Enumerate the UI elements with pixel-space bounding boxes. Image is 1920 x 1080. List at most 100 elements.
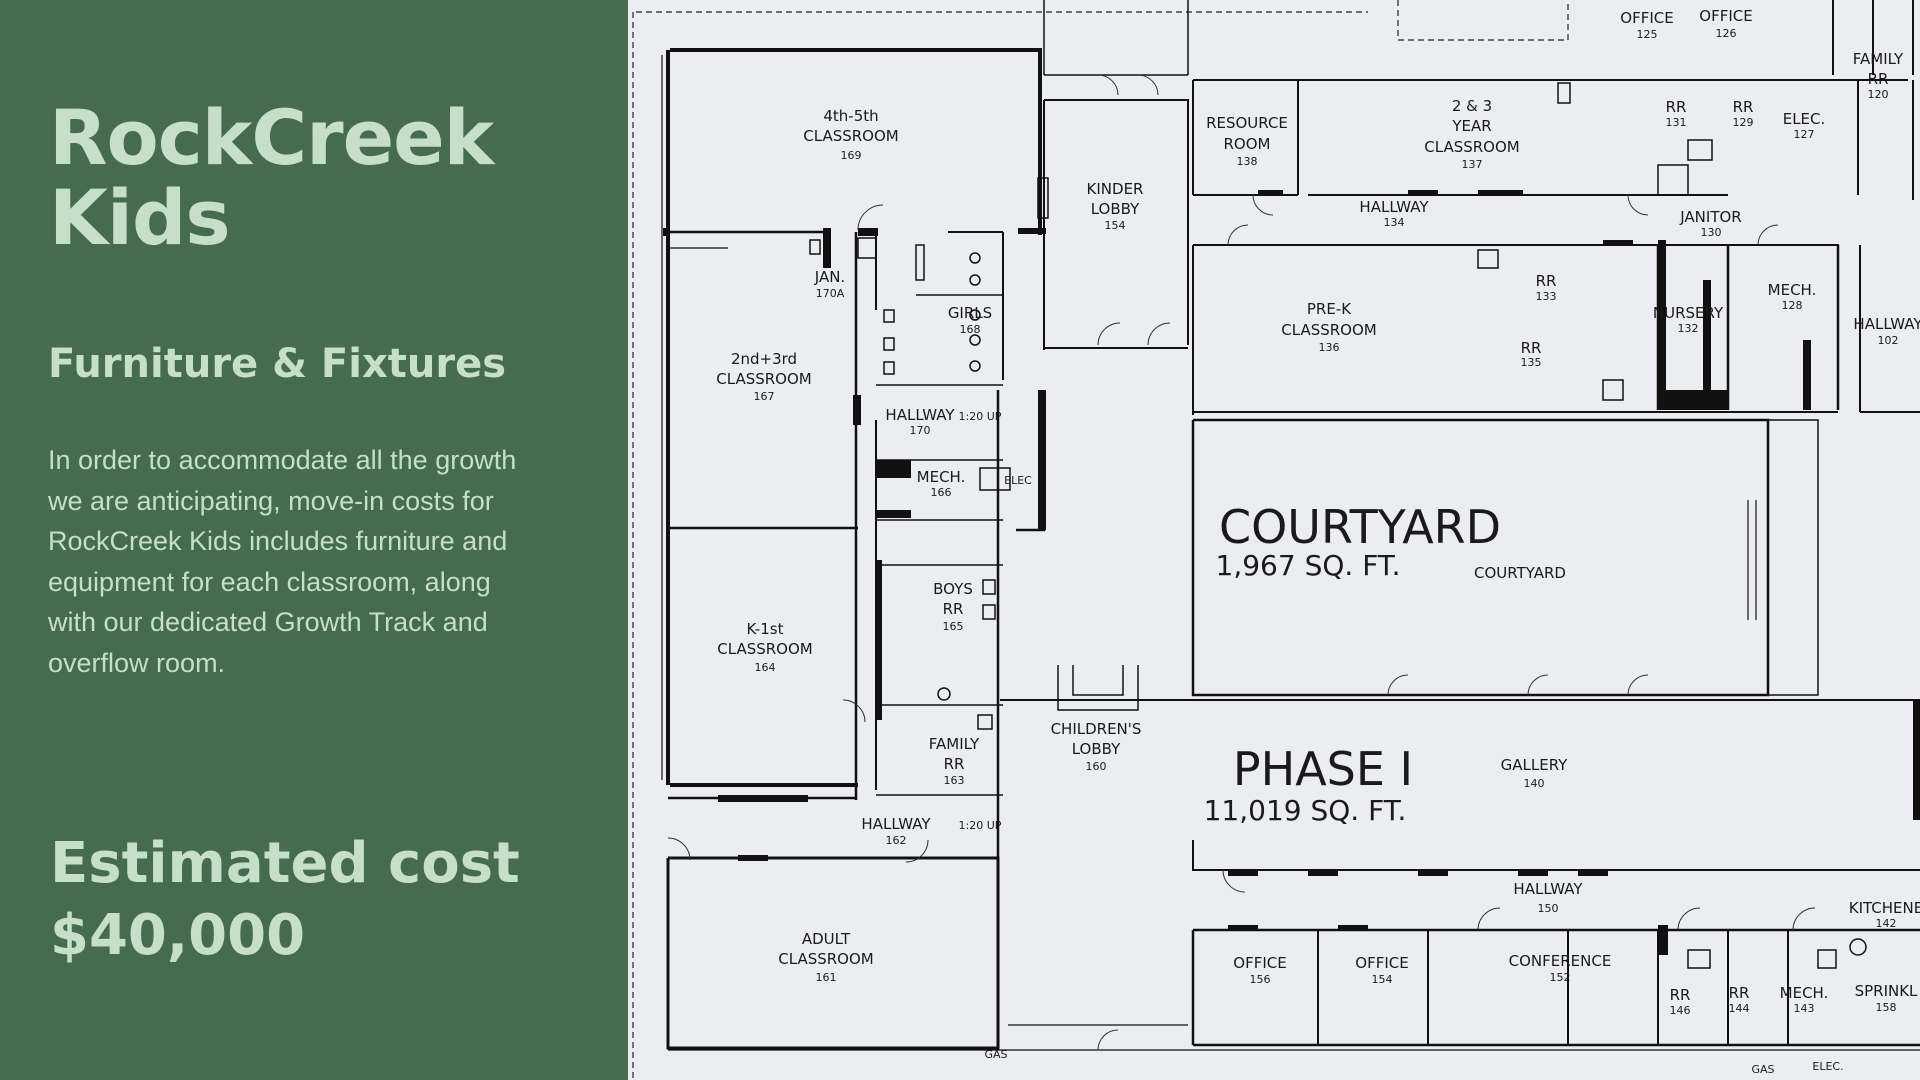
room-137-name2: YEAR bbox=[1451, 117, 1491, 135]
estimated-cost: Estimated cost $40,000 bbox=[50, 828, 520, 972]
room-130-num: 130 bbox=[1701, 226, 1722, 239]
room-154-lobby: KINDER LOBBY 154 bbox=[1087, 180, 1144, 232]
room-137-name: 2 & 3 bbox=[1452, 97, 1492, 115]
phase-area: 11,019 SQ. FT. bbox=[1204, 794, 1407, 827]
room-170a: JAN. 170A bbox=[814, 268, 845, 300]
kinder-lobby-num: 154 bbox=[1105, 219, 1126, 232]
room-134: HALLWAY 134 bbox=[1359, 198, 1429, 229]
room-144: RR 144 bbox=[1729, 984, 1750, 1015]
description-line-4: equipment for each classroom, along bbox=[48, 566, 491, 597]
room-132-num: 132 bbox=[1678, 322, 1699, 335]
room-170-note: 1:20 UP bbox=[959, 410, 1002, 423]
room-154-office-num: 154 bbox=[1372, 973, 1393, 986]
kinder-lobby-name: KINDER bbox=[1087, 180, 1144, 198]
room-labels: 4th-5th CLASSROOM 169 JAN. 170A 2nd+3rd … bbox=[716, 7, 1920, 1017]
room-137-num: 137 bbox=[1462, 158, 1483, 171]
description-line-2: we are anticipating, move-in costs for bbox=[48, 485, 494, 516]
info-panel: RockCreek Kids Furniture & Fixtures In o… bbox=[0, 0, 628, 1080]
room-164-num: 164 bbox=[755, 661, 776, 674]
description-text: In order to accommodate all the growth w… bbox=[48, 440, 608, 683]
room-165-name: BOYS bbox=[933, 580, 973, 598]
room-134-num: 134 bbox=[1384, 216, 1405, 229]
room-134-name: HALLWAY bbox=[1359, 198, 1429, 216]
room-162: HALLWAY 162 1:20 UP bbox=[861, 815, 1001, 847]
floor-plan-drawing: 4th-5th CLASSROOM 169 JAN. 170A 2nd+3rd … bbox=[628, 0, 1920, 1080]
room-167-num: 167 bbox=[754, 390, 775, 403]
room-166-name: MECH. bbox=[917, 468, 966, 486]
room-127-name: ELEC. bbox=[1783, 110, 1826, 128]
room-125: OFFICE 125 bbox=[1620, 9, 1673, 41]
kinder-lobby-name2: LOBBY bbox=[1091, 200, 1140, 218]
room-144-name: RR bbox=[1729, 984, 1750, 1002]
room-131-name: RR bbox=[1666, 98, 1687, 116]
room-138-num: 138 bbox=[1237, 155, 1258, 168]
room-158-name: SPRINKL bbox=[1855, 982, 1918, 1000]
room-140: GALLERY 140 bbox=[1501, 756, 1569, 790]
room-143: MECH. 143 bbox=[1780, 984, 1829, 1015]
room-163-name2: RR bbox=[944, 755, 965, 773]
room-168: GIRLS 168 bbox=[948, 304, 992, 336]
title-line-2: Kids bbox=[49, 173, 231, 262]
room-167-name: 2nd+3rd bbox=[731, 350, 797, 368]
room-127: ELEC. 127 bbox=[1783, 110, 1826, 141]
description-line-5: with our dedicated Growth Track and bbox=[48, 607, 488, 637]
room-170a-name: JAN. bbox=[814, 268, 845, 286]
room-161-name: ADULT bbox=[802, 930, 851, 948]
door-swings bbox=[667, 74, 1816, 1051]
room-136: PRE-K CLASSROOM 136 bbox=[1281, 300, 1376, 354]
room-130-name: JANITOR bbox=[1679, 208, 1741, 226]
room-132-name: NURSERY bbox=[1653, 304, 1724, 322]
room-160: CHILDREN'S LOBBY 160 bbox=[1051, 720, 1142, 773]
room-162-note: 1:20 UP bbox=[959, 819, 1002, 832]
room-164-name: K-1st bbox=[747, 620, 784, 638]
floor-plan: 4th-5th CLASSROOM 169 JAN. 170A 2nd+3rd … bbox=[628, 0, 1920, 1080]
room-166-note: ELEC bbox=[1004, 474, 1032, 487]
room-167-name2: CLASSROOM bbox=[716, 370, 811, 388]
courtyard-small-label: COURTYARD bbox=[1474, 564, 1566, 582]
room-135: RR 135 bbox=[1521, 339, 1542, 369]
room-129-num: 129 bbox=[1733, 116, 1754, 129]
room-152: CONFERENCE 152 bbox=[1509, 952, 1612, 984]
room-158-num: 158 bbox=[1876, 1001, 1897, 1014]
room-126-name: OFFICE bbox=[1699, 7, 1752, 25]
room-150: HALLWAY 150 bbox=[1513, 880, 1583, 915]
room-137-name3: CLASSROOM bbox=[1424, 138, 1519, 156]
room-162-num: 162 bbox=[886, 834, 907, 847]
room-138-name: RESOURCE bbox=[1206, 114, 1288, 132]
room-150-num: 150 bbox=[1538, 902, 1559, 915]
room-150-name: HALLWAY bbox=[1513, 880, 1583, 898]
room-142-num: 142 bbox=[1876, 917, 1897, 930]
room-170: HALLWAY 170 1:20 UP bbox=[885, 406, 1001, 437]
room-137: 2 & 3 YEAR CLASSROOM 137 bbox=[1424, 97, 1519, 171]
room-170-name: HALLWAY bbox=[885, 406, 955, 424]
courtyard-title: COURTYARD bbox=[1219, 500, 1501, 554]
room-136-name2: CLASSROOM bbox=[1281, 321, 1376, 339]
room-146-name: RR bbox=[1670, 986, 1691, 1004]
room-129-name: RR bbox=[1733, 98, 1754, 116]
title-line-1: RockCreek bbox=[49, 93, 494, 182]
room-132: NURSERY 132 bbox=[1653, 304, 1724, 335]
room-165-num: 165 bbox=[943, 620, 964, 633]
courtyard-area: 1,967 SQ. FT. bbox=[1216, 549, 1401, 582]
cost-label: Estimated cost bbox=[50, 831, 520, 896]
wall-fills bbox=[663, 190, 1920, 955]
area-annotations: COURTYARD 1,967 SQ. FT. COURTYARD PHASE … bbox=[984, 500, 1843, 1076]
room-144-num: 144 bbox=[1729, 1002, 1750, 1015]
room-168-num: 168 bbox=[960, 323, 981, 336]
room-131: RR 131 bbox=[1666, 98, 1687, 129]
room-143-num: 143 bbox=[1794, 1002, 1815, 1015]
fixtures bbox=[809, 82, 1867, 969]
room-156: OFFICE 156 bbox=[1233, 954, 1286, 986]
room-169-name2: CLASSROOM bbox=[803, 127, 898, 145]
room-136-name: PRE-K bbox=[1307, 300, 1352, 318]
room-136-num: 136 bbox=[1319, 341, 1340, 354]
room-163: FAMILY RR 163 bbox=[929, 735, 980, 787]
elec-label: ELEC. bbox=[1812, 1060, 1843, 1073]
room-170a-num: 170A bbox=[816, 287, 845, 300]
childrens-lobby-name: CHILDREN'S bbox=[1051, 720, 1142, 738]
room-156-name: OFFICE bbox=[1233, 954, 1286, 972]
room-169: 4th-5th CLASSROOM 169 bbox=[803, 107, 898, 162]
room-133: RR 133 bbox=[1536, 272, 1557, 303]
room-161: ADULT CLASSROOM 161 bbox=[778, 930, 873, 984]
room-163-name: FAMILY bbox=[929, 735, 980, 753]
